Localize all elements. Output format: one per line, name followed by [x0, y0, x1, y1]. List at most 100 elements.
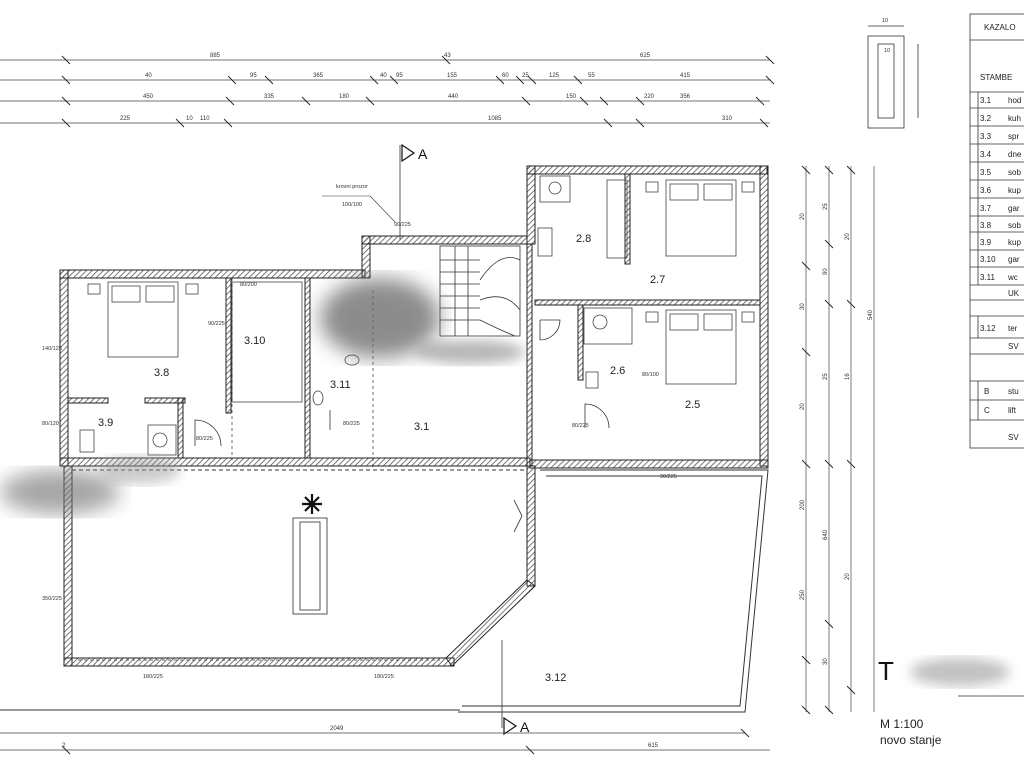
legend-num: 3.11	[980, 273, 996, 282]
legend-section: STAMBE	[980, 73, 1012, 82]
legend-num: 3.2	[980, 114, 992, 123]
staircase	[439, 245, 521, 337]
legend-num: C	[984, 406, 990, 415]
dim-label: 40	[145, 73, 152, 79]
state-text: novo stanje	[880, 733, 942, 747]
dim-label: 640	[823, 529, 829, 540]
room-labels: 3.8 3.10 3.9 3.11 3.1 2.8 2.7 2.6 2.5 3.…	[98, 233, 700, 684]
dim-label: 20	[845, 233, 851, 240]
room-label: 2.5	[685, 399, 700, 411]
legend-name: sob	[1008, 168, 1021, 177]
legend-name: kup	[1008, 186, 1021, 195]
dim-label: 40	[380, 73, 387, 79]
legend-num: 3.3	[980, 132, 992, 141]
opening-label: 350/225	[42, 596, 62, 602]
legend-name: lift	[1008, 406, 1017, 415]
room-label: 2.6	[610, 365, 625, 377]
opening-labels: 80/200 90/225 80/120 80/225 80/225 80/22…	[42, 222, 677, 680]
legend-name: gar	[1008, 255, 1020, 264]
dim-label: 450	[143, 94, 154, 100]
dim-label: 30	[800, 303, 806, 310]
dim-label: 356	[680, 94, 691, 100]
legend-name: dne	[1008, 150, 1022, 159]
legend-name: stu	[1008, 387, 1019, 396]
dim-label: 335	[264, 94, 275, 100]
section-marker-top: A	[399, 143, 428, 240]
plant-symbol	[302, 494, 322, 514]
room-label: 3.1	[414, 421, 429, 433]
bed-2-5	[645, 309, 755, 385]
room-label: 3.12	[545, 672, 566, 684]
legend-name: spr	[1008, 132, 1019, 141]
dim-label: 155	[447, 73, 458, 79]
opening-label: 90/225	[208, 321, 225, 327]
roof-window-note: krovni prozor 100/100	[322, 184, 396, 223]
detail-dim: 10	[884, 48, 890, 54]
dim-label: 225	[120, 116, 131, 122]
opening-label: 80/120	[42, 421, 59, 427]
dim-label: 415	[680, 73, 691, 79]
dim-label: 365	[313, 73, 324, 79]
legend-name: wc	[1007, 273, 1018, 282]
legend-num: 3.10	[980, 255, 996, 264]
legend-header: KAZALO	[984, 23, 1016, 32]
legend-num: 3.5	[980, 168, 992, 177]
blurred-region	[0, 278, 1010, 686]
legend-num: 3.6	[980, 186, 992, 195]
dim-label: 2049	[330, 726, 344, 732]
opening-label: 180/225	[143, 674, 163, 680]
wardrobes	[231, 179, 628, 403]
dim-label: 25	[823, 203, 829, 210]
section-label: A	[520, 719, 530, 735]
dim-label: 885	[210, 53, 221, 59]
right-dimension-values: 20 30 20 200 250 25 90 25 640 30 20 16 2…	[800, 203, 874, 665]
top-dimension-values: 885 43 625 40 95 365 40 95 155 60 25 125…	[120, 53, 733, 122]
detail-dim: 10	[882, 18, 888, 24]
dim-label: 180	[339, 94, 350, 100]
bottom-dimension-chain: 2 2049 615	[0, 726, 770, 755]
legend-num: 3.1	[980, 96, 992, 105]
legend-section: UK	[1008, 289, 1020, 298]
room-label: 3.11	[330, 379, 351, 391]
section-label: A	[418, 146, 428, 162]
scale-text: M 1:100	[880, 717, 924, 731]
legend-table	[969, 13, 1024, 449]
detail-section: 10 10	[867, 18, 919, 129]
dim-label: 16	[845, 373, 851, 380]
legend-num: 3.12	[980, 324, 996, 333]
legend-name: ter	[1008, 324, 1018, 333]
opening-label: 90/225	[394, 222, 411, 228]
dim-label: 55	[588, 73, 595, 79]
opening-label: 90/225	[660, 474, 677, 480]
dim-label: 20	[800, 403, 806, 410]
note-size: 100/100	[342, 202, 362, 208]
room-label: 3.10	[244, 335, 265, 347]
walls	[59, 165, 769, 667]
scale-block: M 1:100 novo stanje	[880, 716, 941, 748]
legend-text: KAZALO STAMBE 3.1 hod 3.2 kuh 3.3 spr 3.…	[980, 23, 1022, 442]
dim-label: 200	[800, 499, 806, 510]
right-dimension-chains	[801, 165, 875, 715]
room-label: 2.8	[576, 233, 591, 245]
dim-label: 25	[522, 73, 529, 79]
dim-label: 625	[640, 53, 651, 59]
bed-3-8	[87, 281, 199, 358]
dim-label: 20	[800, 213, 806, 220]
opening-label: 80/100	[642, 372, 659, 378]
dim-label: 10	[186, 116, 193, 122]
dim-label: 95	[396, 73, 403, 79]
legend-num: B	[984, 387, 989, 396]
room-label: 2.7	[650, 274, 665, 286]
room-label: 3.8	[154, 367, 169, 379]
legend-section: SV	[1008, 433, 1019, 442]
legend-name: kup	[1008, 238, 1021, 247]
top-dimension-chains	[0, 55, 775, 128]
opening-label: 140/125	[42, 346, 62, 352]
legend-section: SV	[1008, 342, 1019, 351]
opening-label: 80/225	[572, 423, 589, 429]
legend-name: kuh	[1008, 114, 1021, 123]
living-furniture	[292, 499, 523, 615]
bathroom-fixtures	[79, 175, 633, 456]
dim-label: 125	[549, 73, 560, 79]
